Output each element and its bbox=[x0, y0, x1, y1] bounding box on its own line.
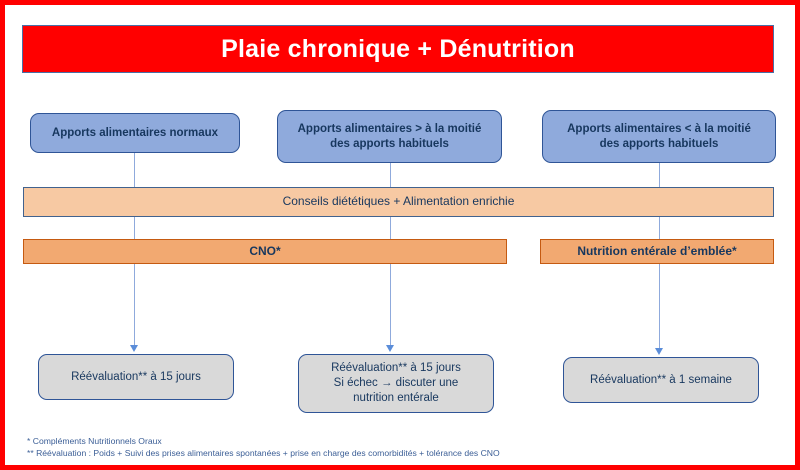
connector-arrow-col2 bbox=[386, 345, 394, 352]
node-intake-below-half-label: Apports alimentaires < à la moitié des a… bbox=[567, 122, 751, 150]
node-enteral-nutrition-label: Nutrition entérale d’emblée* bbox=[577, 243, 737, 258]
connector-arrow-col3 bbox=[655, 348, 663, 355]
node-outcome-right[interactable]: Réévaluation** à 1 semaine bbox=[563, 357, 759, 403]
node-intake-below-half[interactable]: Apports alimentaires < à la moitié des a… bbox=[542, 110, 776, 163]
node-intake-above-half[interactable]: Apports alimentaires > à la moitié des a… bbox=[277, 110, 502, 163]
node-outcome-middle[interactable]: Réévaluation** à 15 jours Si échec → dis… bbox=[298, 354, 494, 413]
node-enteral-nutrition[interactable]: Nutrition entérale d’emblée* bbox=[540, 239, 774, 264]
footnotes: * Compléments Nutritionnels Oraux ** Réé… bbox=[27, 435, 767, 460]
connector-arrow-col1 bbox=[130, 345, 138, 352]
connector-line-col3-top bbox=[659, 163, 661, 187]
page-title-banner: Plaie chronique + Dénutrition bbox=[22, 25, 774, 73]
connector-line-col1-bottom bbox=[134, 263, 136, 348]
connector-line-col1-top bbox=[134, 153, 136, 187]
footnote-double-asterisk: ** Réévaluation : Poids + Suivi des pris… bbox=[27, 448, 500, 459]
connector-line-col3-bottom bbox=[659, 263, 661, 351]
node-dietary-advice-label: Conseils diététiques + Alimentation enri… bbox=[282, 194, 515, 209]
connector-line-col2-top bbox=[390, 163, 392, 187]
footnote-single-asterisk: * Compléments Nutritionnels Oraux bbox=[27, 436, 162, 446]
node-outcome-left-label: Réévaluation** à 15 jours bbox=[71, 370, 201, 383]
node-outcome-right-label: Réévaluation** à 1 semaine bbox=[590, 373, 732, 386]
page-title: Plaie chronique + Dénutrition bbox=[221, 34, 575, 63]
node-dietary-advice[interactable]: Conseils diététiques + Alimentation enri… bbox=[23, 187, 774, 217]
node-cno-label: CNO* bbox=[249, 243, 281, 258]
node-cno[interactable]: CNO* bbox=[23, 239, 507, 264]
node-intake-above-half-label: Apports alimentaires > à la moitié des a… bbox=[297, 122, 482, 150]
connector-line-col1-mid bbox=[134, 217, 136, 239]
node-intake-normal[interactable]: Apports alimentaires normaux bbox=[30, 113, 240, 153]
node-intake-normal-label: Apports alimentaires normaux bbox=[51, 126, 219, 139]
node-outcome-middle-label: Réévaluation** à 15 jours Si échec → dis… bbox=[331, 362, 461, 404]
connector-line-col2-mid bbox=[390, 217, 392, 239]
connector-line-col2-bottom bbox=[390, 263, 392, 348]
connector-line-col3-mid bbox=[659, 217, 661, 239]
node-outcome-left[interactable]: Réévaluation** à 15 jours bbox=[38, 354, 234, 400]
